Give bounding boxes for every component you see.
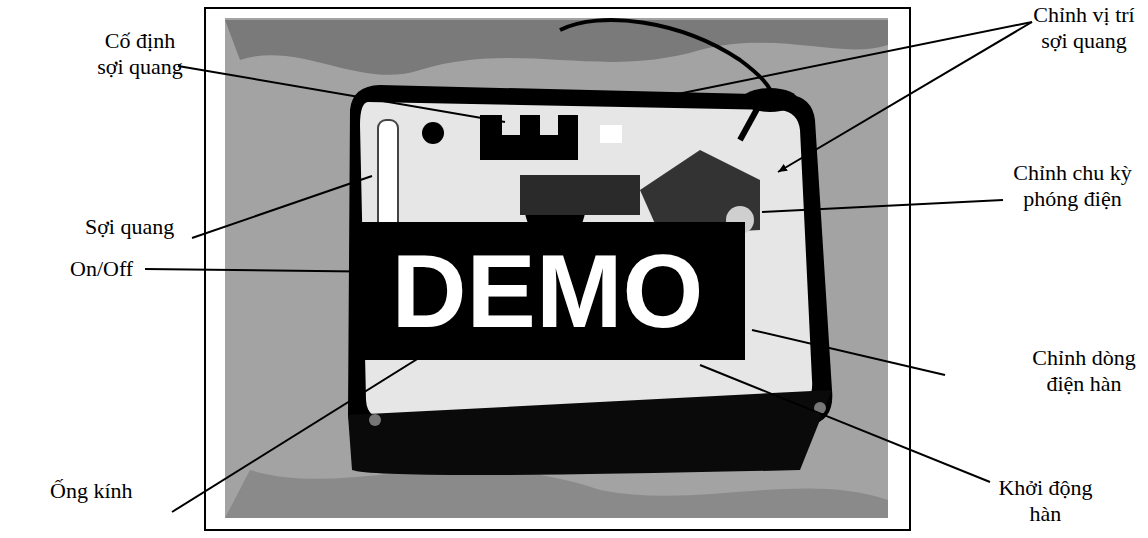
- callout-label: Cố định sợi quang: [92, 28, 188, 80]
- callout-label: On/Off: [70, 256, 133, 282]
- callout-label: Chỉnh dòng điện hàn: [1024, 345, 1144, 397]
- callout-label: Ống kính: [50, 478, 133, 504]
- leader-lines: [145, 22, 1032, 512]
- callout-label: Sợi quang: [85, 214, 174, 240]
- callout-label: Chỉnh chu kỳ phóng điện: [1005, 160, 1140, 212]
- callout-label: Khởi động hàn: [993, 475, 1098, 527]
- demo-watermark: DEMO: [350, 222, 745, 360]
- callout-label: Chỉnh vị trí sợi quang: [1024, 2, 1144, 54]
